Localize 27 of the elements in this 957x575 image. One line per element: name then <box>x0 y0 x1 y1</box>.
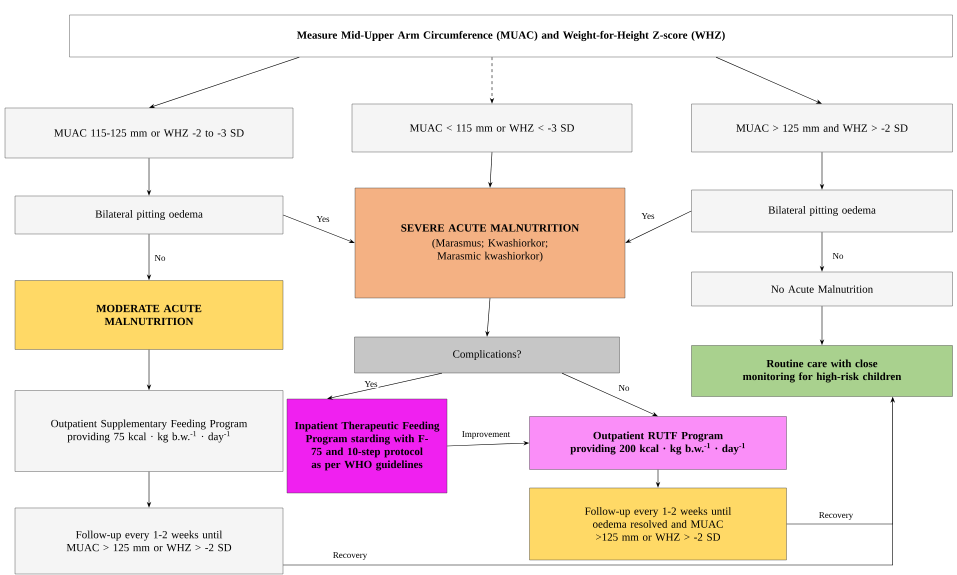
arrow <box>562 372 658 416</box>
edge-label: No <box>832 252 844 260</box>
process-box: Outpatient Supplementary Feeding Program providing 75 kcal · kg b.w.$^{-1}$ · day$^{-1}$ <box>14 390 284 472</box>
process-box: Bilateral pitting oedema <box>14 196 284 234</box>
diagnosis-box: MODERATE ACUTE MALNUTRITION <box>14 280 284 350</box>
process-box: Measure Mid-Upper Arm Circumference (MUAC) and Weight-for-Height Z-score (WHZ) <box>69 14 953 58</box>
arrow <box>716 56 822 104</box>
process-box: Bilateral pitting oedema <box>691 190 953 232</box>
outcome-box: Routine care with close monitoring for high-risk children <box>691 345 953 397</box>
process-box: Outpatient RUTF Program providing 200 kcal · kg b.w.$^{-1}$ · day$^{-1}$ <box>529 416 787 470</box>
process-box: Follow-up every 1-2 weeks until MUAC > 125 mm or WHZ > -2 SD <box>14 508 284 574</box>
edge-label: Recovery <box>818 511 854 521</box>
process-box: MUAC 115-125 mm or WHZ -2 to -3 SD <box>4 108 294 158</box>
edge-label: No <box>154 254 166 262</box>
process-box: Follow-up every 1-2 weeks until oedema resolved and MUAC >125 mm or WHZ > -2 SD <box>529 488 787 560</box>
edge-label: Recovery <box>332 551 368 561</box>
edge-label: Yes <box>640 212 656 220</box>
edge-label: No <box>618 384 630 392</box>
process-box: Inpatient Therapeutic Feeding Program starding with F-75 and 10-step protocol as per WHO guidelines <box>286 398 448 494</box>
diagnosis-box: SEVERE ACUTE MALNUTRITION (Marasmus; Kwashiorkor; Marasmic kwashiorkor) <box>354 188 626 298</box>
edge-label: Yes <box>363 380 379 388</box>
process-box: MUAC < 115 mm or WHZ < -3 SD <box>352 104 632 152</box>
edge-label: Yes <box>315 215 331 223</box>
decision-box: Complications? <box>354 336 620 374</box>
outcome-box: No Acute Malnutrition <box>691 272 953 306</box>
process-box: MUAC > 125 mm and WHZ > -2 SD <box>691 104 953 152</box>
edge-label: Improvement <box>460 430 512 440</box>
